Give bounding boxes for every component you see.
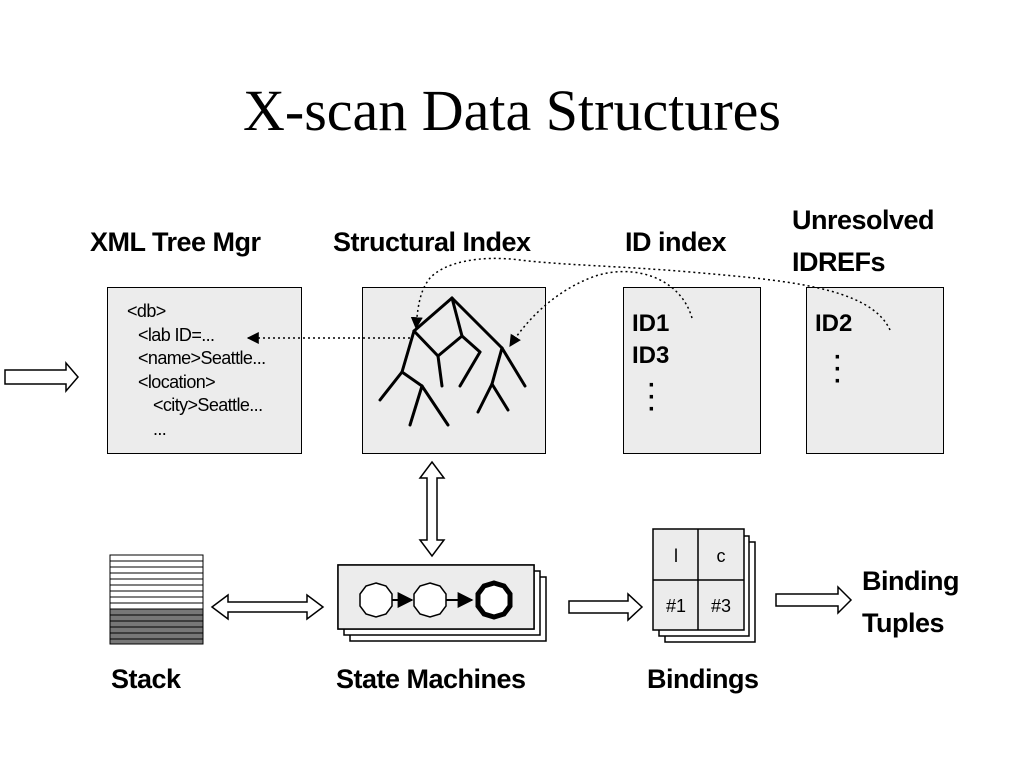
- unresolved-entry: ID2: [815, 310, 853, 337]
- state-node: [359, 582, 393, 618]
- xml-line: <location>: [138, 371, 216, 392]
- binding-tuples-label-line2: Tuples: [862, 608, 945, 638]
- state-machine-automaton: [359, 580, 513, 620]
- accepting-state-node: [475, 580, 513, 620]
- unresolved-ellipsis: ···: [834, 344, 842, 395]
- bindings-header-cell: c: [716, 546, 726, 566]
- xml-tree-content: <db> <lab ID=... <name>Seattle... <locat…: [127, 300, 266, 441]
- unresolved-idrefs-label-line1: Unresolved: [792, 205, 935, 235]
- id-index-label: ID index: [625, 227, 727, 257]
- structural-tree: [378, 296, 527, 427]
- xml-line: <db>: [127, 301, 166, 321]
- binding-tuples-label-line1: Binding: [862, 566, 959, 596]
- xml-tree-mgr-label: XML Tree Mgr: [90, 227, 261, 257]
- unresolved-to-tree-dotted-arrow: [410, 257, 891, 331]
- index-state-double-arrow: [418, 460, 446, 558]
- bindings-label: Bindings: [647, 664, 759, 694]
- structural-index-label: Structural Index: [333, 227, 531, 257]
- xml-line: ...: [153, 418, 167, 439]
- xml-line: <city>Seattle...: [153, 395, 263, 415]
- bindings-value-cell: #3: [710, 596, 732, 616]
- state-machines-label: State Machines: [336, 664, 526, 694]
- stack-state-double-arrow: [210, 593, 325, 621]
- id-index-ellipsis: ···: [648, 372, 656, 423]
- xml-tree-mgr-box: [107, 287, 302, 454]
- id-index-to-tree-dotted-arrow: [509, 270, 693, 348]
- xml-line: <lab ID=...: [138, 324, 215, 345]
- unresolved-idrefs-box: [806, 287, 944, 454]
- bindings-table-stack: [652, 528, 756, 643]
- bindings-header-cell: l: [674, 546, 678, 566]
- id-index-entry: ID1: [632, 310, 670, 337]
- bindings-value-cell: #1: [665, 596, 687, 616]
- bindings-tuples-arrow: [775, 585, 853, 615]
- unresolved-idrefs-label-line2: IDREFs: [792, 247, 886, 277]
- state-bindings-arrow: [568, 592, 644, 622]
- stack-graphic: [109, 554, 204, 645]
- stack-label: Stack: [111, 664, 181, 694]
- slide-title: X-scan Data Structures: [243, 78, 781, 143]
- xml-line: <name>Seattle...: [138, 348, 266, 368]
- id-index-entry: ID3: [632, 342, 670, 369]
- input-arrow: [4, 360, 79, 394]
- state-node: [413, 582, 447, 618]
- id-index-box: [623, 287, 761, 454]
